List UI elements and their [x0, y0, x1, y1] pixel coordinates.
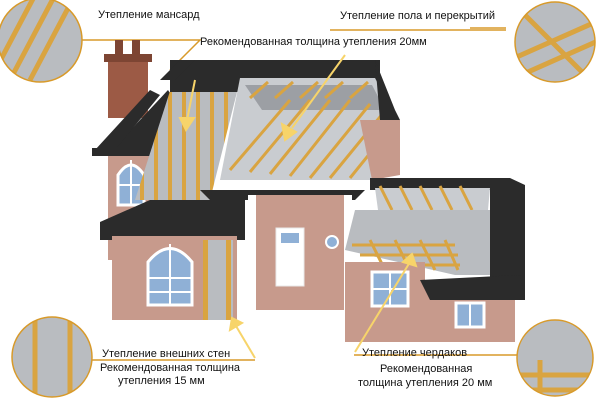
insulation-detail-icon — [11, 316, 93, 398]
label-walls-note-1: Рекомендованная толщина — [100, 362, 241, 374]
round-window — [325, 235, 339, 249]
right-window-left — [370, 270, 410, 308]
insulation-detail-icon — [516, 319, 594, 397]
label-walls-note-2: утепления 15 мм — [118, 375, 205, 387]
arrows — [178, 54, 418, 359]
label-attics: Утепление чердаков — [362, 347, 468, 359]
lower-left-section — [100, 200, 245, 320]
insulation-detail-icon — [514, 1, 596, 83]
right-wing — [345, 178, 525, 342]
label-walls: Утепление внешних стен — [102, 348, 231, 360]
label-floors: Утепление пола и перекрытий — [340, 10, 496, 22]
label-attics-note-2: толщина утепления 20 мм — [358, 377, 493, 389]
label-attic-rooms: Утепление мансард — [98, 9, 200, 21]
insulation-detail-icon — [0, 0, 83, 83]
right-window-right — [454, 301, 486, 329]
label-attics-note-1: Рекомендованная — [380, 363, 473, 375]
front-door — [275, 227, 305, 287]
floor-cutaway — [220, 60, 400, 180]
center-section — [200, 190, 365, 310]
label-floors-note: Рекомендованная толщина утепления 20мм — [200, 36, 427, 48]
arched-window-lower — [146, 244, 194, 307]
